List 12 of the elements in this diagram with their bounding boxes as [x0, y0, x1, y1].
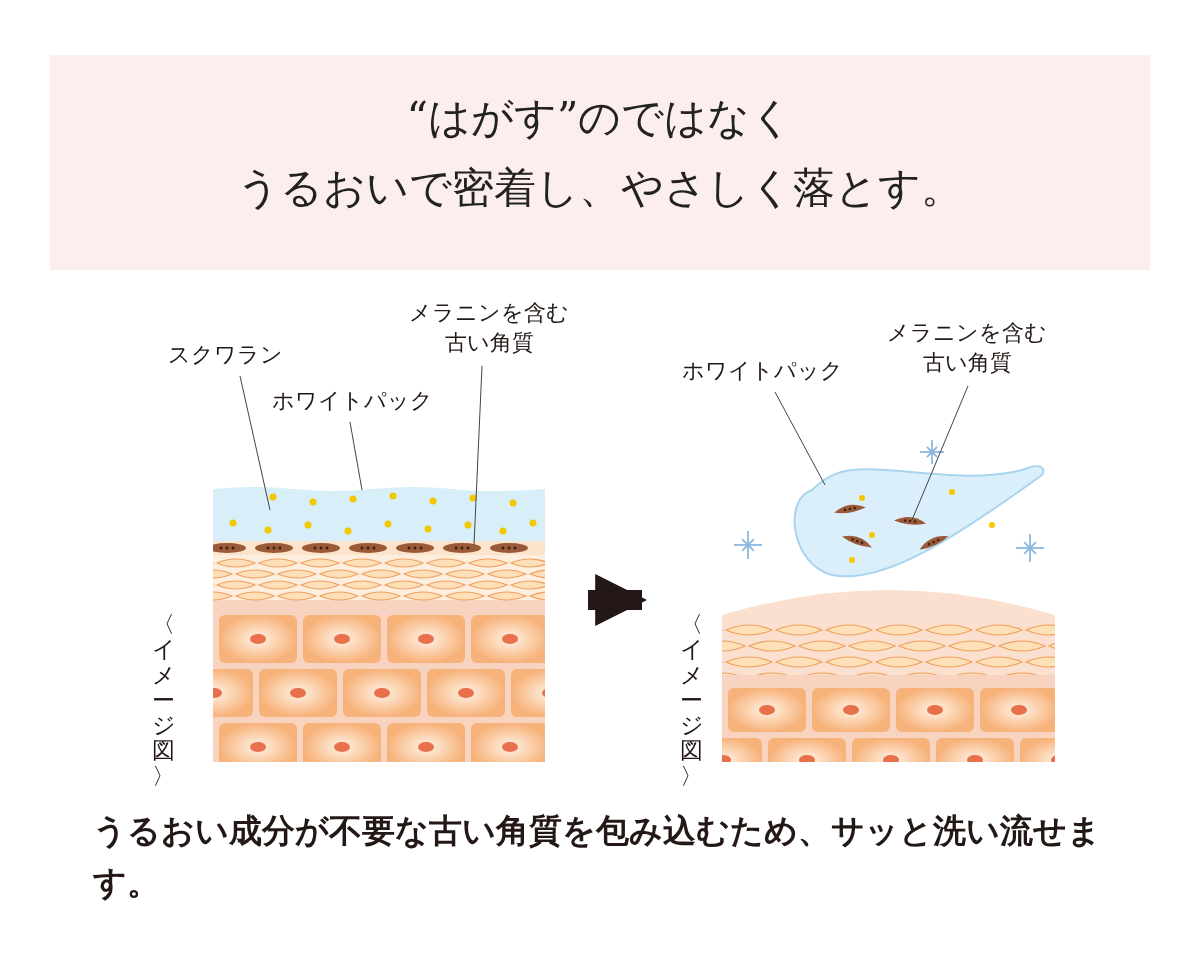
callout-label: ホワイトパック [672, 356, 852, 390]
callout-label: メラニンを含む古い角質 [408, 298, 570, 364]
callout-label: メラニンを含む古い角質 [886, 318, 1048, 384]
title: うるおいで密着し、やさしく落とす。 [236, 162, 964, 214]
arrow [588, 574, 648, 626]
image-note: 〈イメージ図〉 [680, 612, 703, 790]
caption: うるおい成分が不要な古い角質を包み込むため、サッと洗い流せます。 [93, 810, 1102, 904]
callout-label: ホワイトパック [262, 386, 442, 420]
skin-layers-drawing [213, 485, 545, 762]
title: “はがす”のではなく [405, 92, 795, 144]
callout-label: スクワラン [150, 340, 300, 374]
image-note: 〈イメージ図〉 [152, 612, 175, 790]
